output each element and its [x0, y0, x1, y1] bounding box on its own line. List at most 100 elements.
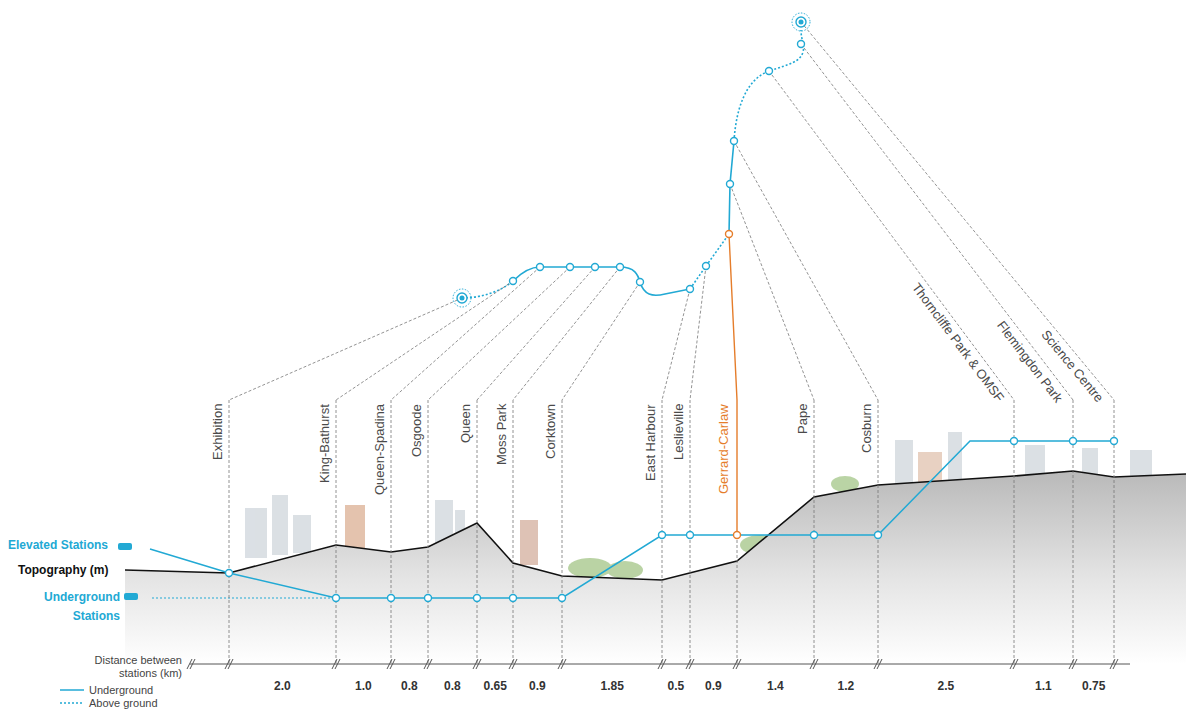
route-station-dot — [731, 138, 738, 145]
building — [345, 505, 365, 550]
building — [293, 515, 311, 553]
distance-value: 1.1 — [1035, 679, 1052, 693]
route-above-ground — [734, 30, 804, 141]
building — [520, 520, 538, 565]
profile-track — [150, 441, 1114, 598]
axis-tick — [190, 659, 195, 669]
station-name: Exhibition — [210, 404, 225, 460]
terminal-core — [460, 296, 465, 301]
station-marks — [226, 13, 1118, 602]
station-name: Pape — [795, 404, 810, 434]
station-name: Cosburn — [859, 404, 874, 453]
route-above-ground — [462, 281, 513, 298]
building — [895, 440, 913, 488]
route-station-dot — [727, 181, 734, 188]
distance-value: 1.85 — [601, 679, 624, 693]
axis-tick — [736, 659, 741, 669]
axis-tick — [877, 659, 882, 669]
axis-tick — [813, 659, 818, 669]
leader-line — [734, 141, 878, 400]
route-station-dot — [766, 68, 773, 75]
distance-value: 0.9 — [529, 679, 546, 693]
station-name: King-Bathurst — [317, 404, 332, 483]
building — [1082, 448, 1098, 474]
axis-tick — [1013, 659, 1018, 669]
track-label: Elevated Stations — [8, 536, 108, 555]
underground-guide — [152, 598, 336, 599]
leader-line — [662, 289, 690, 400]
distance-value: 1.4 — [767, 679, 784, 693]
building — [272, 495, 288, 555]
building — [1130, 450, 1152, 476]
leader-line — [562, 282, 640, 400]
profile-station-dot — [1111, 438, 1118, 445]
distance-value: 0.9 — [705, 679, 722, 693]
station-drop-line — [229, 400, 230, 664]
profile-station-dot — [875, 532, 882, 539]
terminal-dot — [457, 293, 467, 303]
ground-fill — [125, 471, 1186, 664]
train-icon — [124, 593, 138, 600]
station-drop-line — [513, 400, 514, 664]
train-icon — [118, 543, 132, 550]
profile-station-dot — [1011, 438, 1018, 445]
profile-station-dot — [559, 595, 566, 602]
station-name: East Harbour — [643, 404, 658, 481]
track-label: Underground Stations — [22, 588, 120, 626]
station-drop-line — [428, 400, 429, 664]
leader-line — [477, 267, 595, 400]
axis-tick — [1072, 659, 1077, 669]
route-underground — [513, 267, 690, 295]
topography-line — [125, 471, 1186, 580]
route-map — [462, 30, 804, 298]
axis-tick — [512, 659, 517, 669]
profile-station-dot — [474, 595, 481, 602]
building — [245, 508, 267, 558]
station-drop-line — [477, 400, 478, 664]
distance-axis — [187, 659, 1130, 669]
tree — [568, 558, 612, 578]
leader-line — [428, 267, 570, 400]
axis-tick — [476, 659, 481, 669]
profile-station-dot — [226, 570, 233, 577]
route-station-dot — [637, 279, 644, 286]
station-name: Osgoode — [409, 404, 424, 457]
axis-tick — [689, 659, 694, 669]
station-drop-line — [737, 535, 738, 664]
legend-text: Underground — [89, 684, 153, 697]
leader-line — [769, 71, 1014, 400]
distance-value: 1.2 — [838, 679, 855, 693]
route-station-dot — [567, 264, 574, 271]
route-above-ground — [690, 234, 729, 289]
profile-station-dot — [425, 595, 432, 602]
station-name: Gerrard-Carlaw — [716, 404, 731, 494]
route-station-dot — [726, 231, 733, 238]
profile-station-dot — [333, 595, 340, 602]
leader-lines — [229, 22, 1114, 664]
legend-text: Above ground — [89, 697, 158, 710]
legend-solid-sample — [60, 689, 84, 691]
axis-tick — [390, 659, 395, 669]
axis-title: Distance between stations (km) — [70, 654, 182, 680]
terminal-halo — [792, 13, 810, 31]
route-station-dot — [617, 264, 624, 271]
terminal-dot — [796, 17, 806, 27]
distance-value: 0.65 — [484, 679, 507, 693]
distance-value: 0.5 — [668, 679, 685, 693]
route-station-dot — [703, 263, 710, 270]
route-station-dot — [510, 278, 517, 285]
station-name: Queen-Spadina — [372, 404, 387, 495]
route-station-dot — [537, 264, 544, 271]
station-drop-line — [391, 400, 392, 664]
leader-line — [391, 267, 540, 400]
leader-line — [801, 44, 1073, 400]
profile-station-dot — [734, 532, 741, 539]
profile-station-dot — [687, 532, 694, 539]
legend-dotted-sample — [60, 702, 84, 704]
axis-tick — [335, 659, 340, 669]
distance-value: 1.0 — [355, 679, 372, 693]
leader-line — [730, 184, 814, 400]
station-name: Leslieville — [671, 404, 686, 460]
